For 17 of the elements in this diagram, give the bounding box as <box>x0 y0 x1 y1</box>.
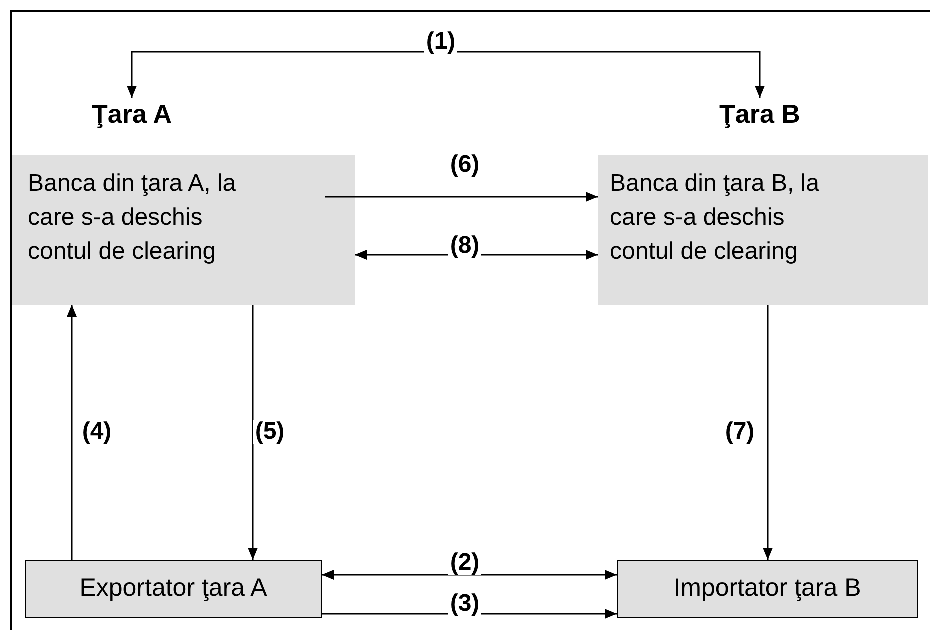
edge-label: (2) <box>448 551 482 575</box>
arrow <box>127 51 765 98</box>
bank-box: Banca din ţara A, la care s-a deschis contul de clearing <box>12 155 355 305</box>
edge-label: (1) <box>424 30 458 54</box>
arrow <box>322 570 617 580</box>
country-label: Ţara B <box>708 98 812 130</box>
edge-label: (8) <box>448 234 482 258</box>
arrow <box>763 305 773 560</box>
edge-label: (3) <box>448 592 482 616</box>
arrow <box>322 609 617 619</box>
arrow <box>325 192 598 202</box>
importer-box: Importator ţara B <box>617 560 918 618</box>
bank-box: Banca din ţara B, la care s-a deschis contul de clearing <box>598 155 928 305</box>
arrow <box>67 305 77 560</box>
arrow <box>248 305 258 560</box>
exporter-box: Exportator ţara A <box>25 560 322 618</box>
country-label: Ţara A <box>80 98 184 130</box>
